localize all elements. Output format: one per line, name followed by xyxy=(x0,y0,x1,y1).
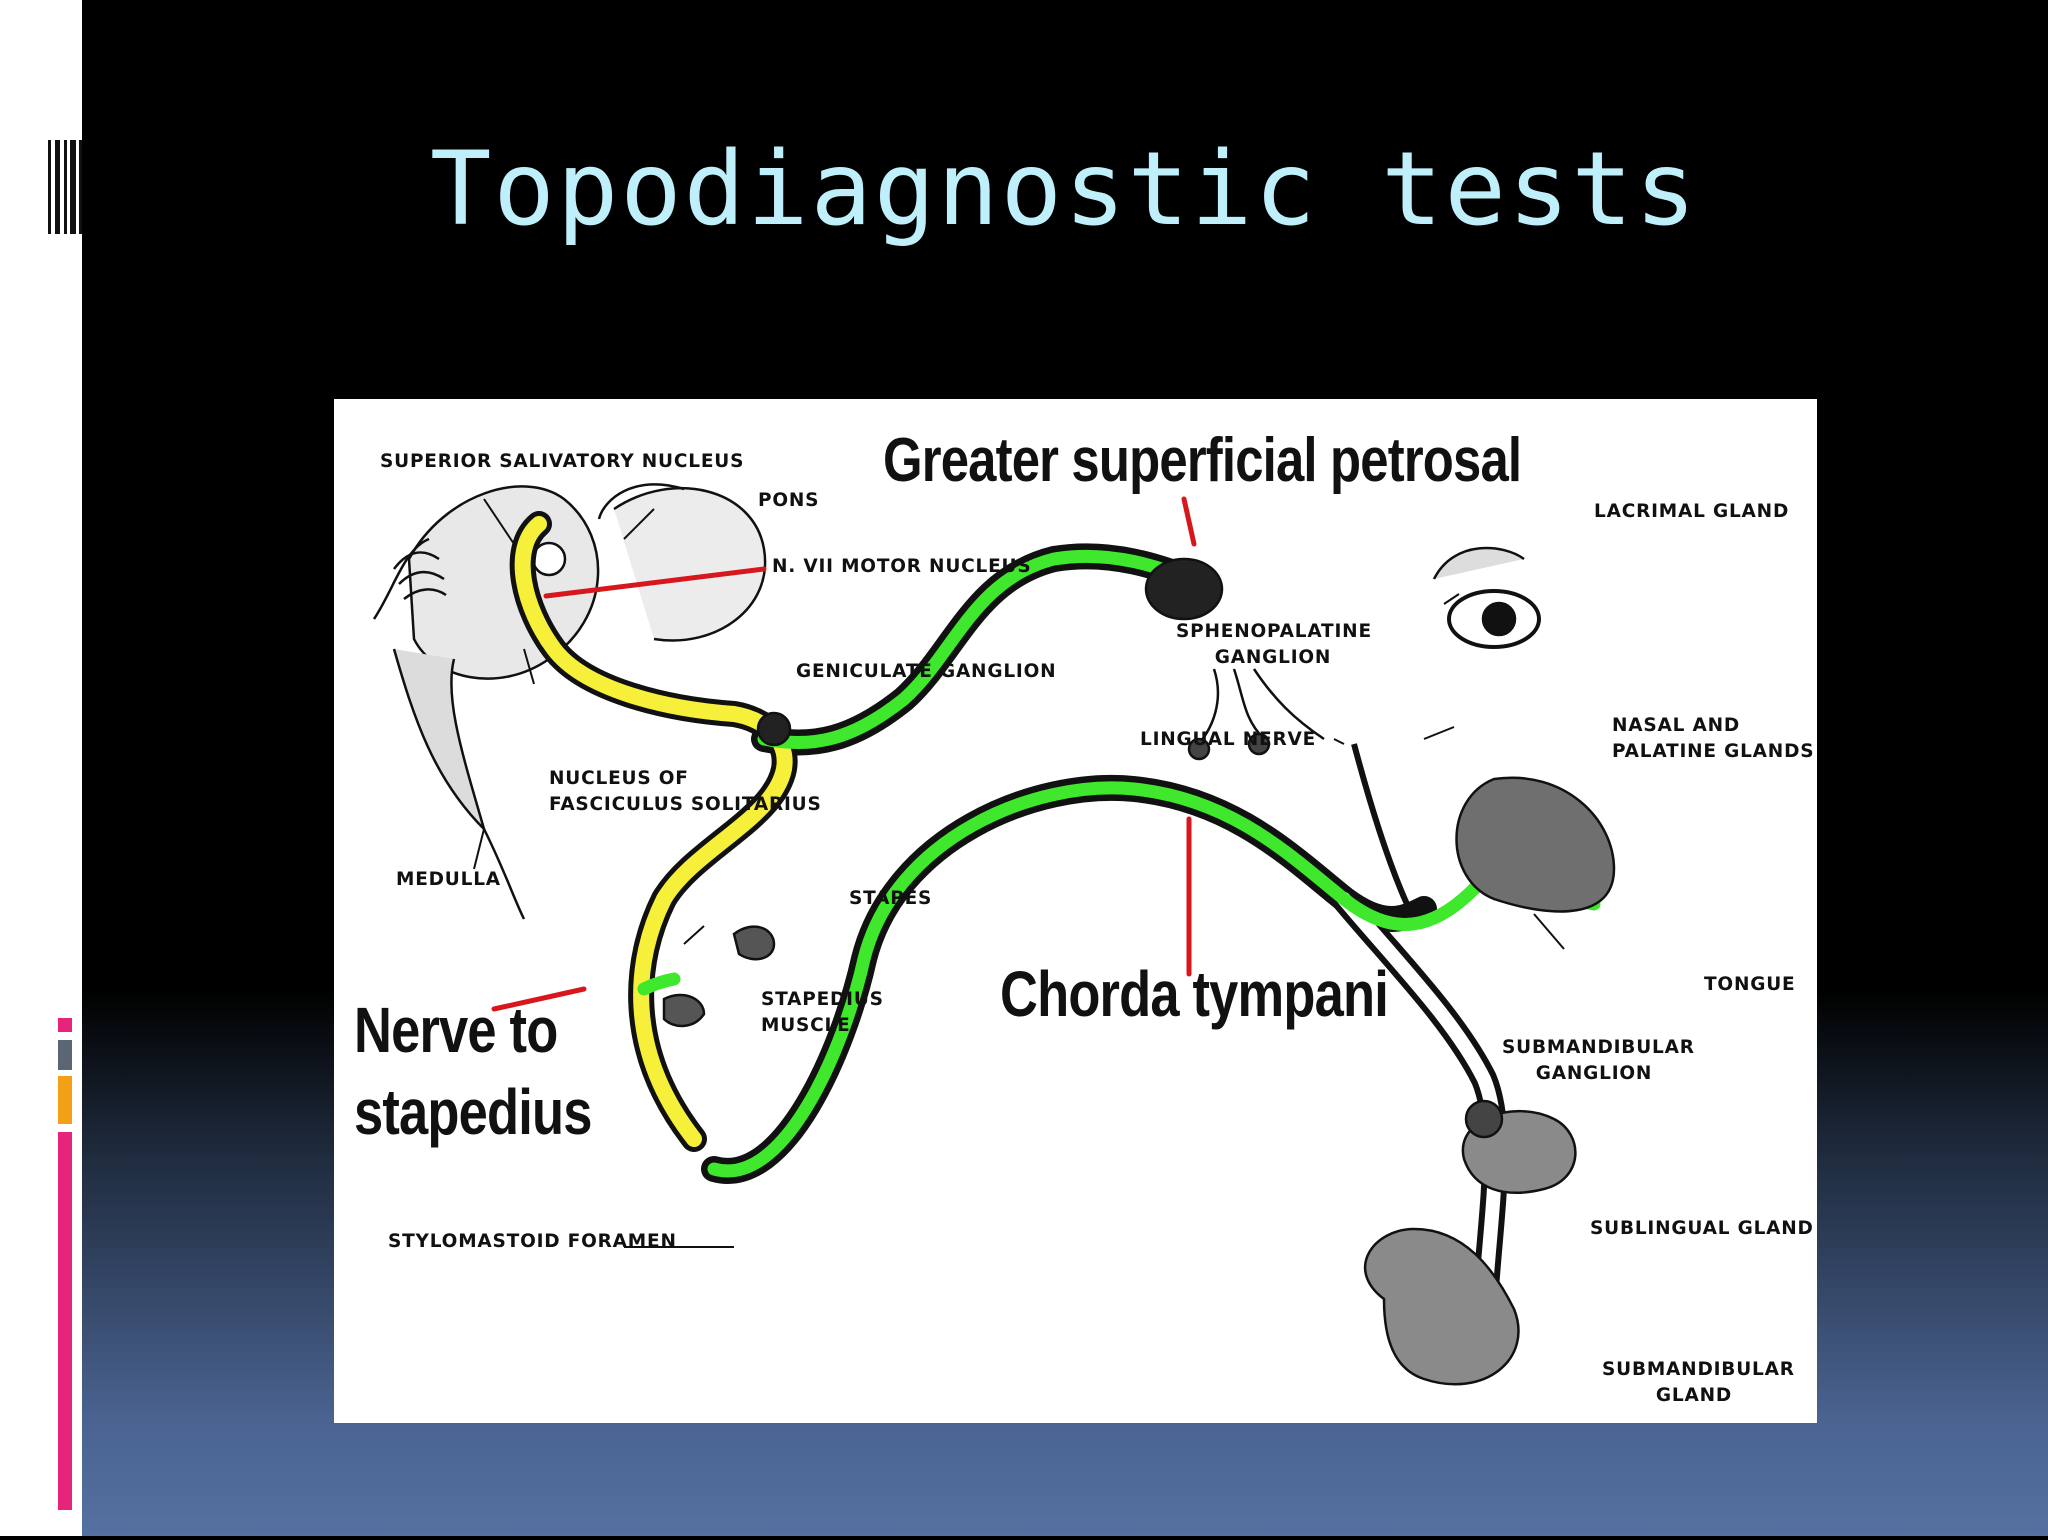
left-sidebar xyxy=(0,0,82,1536)
label-tongue: TONGUE xyxy=(1704,972,1795,998)
diagram-drawing xyxy=(334,399,1817,1423)
label-submandibular-ganglion: SUBMANDIBULAR GANGLION xyxy=(1502,1035,1686,1087)
label-submandibular-gland: SUBMANDIBULAR GLAND xyxy=(1602,1357,1786,1409)
label-submandibular-gland-line2: GLAND xyxy=(1602,1383,1786,1409)
annotation-greater-superficial-petrosal: Greater superficial petrosal xyxy=(883,425,1521,496)
label-stapedius-line1: STAPEDIUS xyxy=(761,987,884,1013)
label-nucleus-line2: FASCICULUS SOLITARIUS xyxy=(549,792,822,818)
label-sphenopalatine-ganglion: SPHENOPALATINE GANGLION xyxy=(1176,619,1370,671)
sidebar-pink-bar xyxy=(58,1018,72,1032)
lingual-nerve-line xyxy=(1354,744,1414,919)
label-stapedius-line2: MUSCLE xyxy=(761,1013,884,1039)
sensory-pathways-green xyxy=(644,556,1594,1171)
label-pons: PONS xyxy=(758,488,819,514)
sidebar-gray-bar xyxy=(58,1040,72,1070)
label-stylomastoid-foramen: STYLOMASTOID FORAMEN xyxy=(388,1229,677,1255)
label-lacrimal-gland: LACRIMAL GLAND xyxy=(1594,499,1789,525)
sidebar-pink-long-bar xyxy=(58,1132,72,1510)
label-stapes: STAPES xyxy=(849,886,932,912)
label-sphenopalatine-line2: GANGLION xyxy=(1176,645,1370,671)
label-medulla: MEDULLA xyxy=(396,867,501,893)
label-lingual-nerve: LINGUAL NERVE xyxy=(1140,727,1316,753)
label-superior-salivatory-nucleus: SUPERIOR SALIVATORY NUCLEUS xyxy=(380,449,744,475)
label-submandibular-gland-line1: SUBMANDIBULAR xyxy=(1602,1357,1786,1383)
annotation-nerve-to-stapedius: Nerve to stapedius xyxy=(354,989,592,1153)
label-nucleus-fasciculus-solitarius: NUCLEUS OF FASCICULUS SOLITARIUS xyxy=(549,766,822,818)
annotation-nerve-to-line2: stapedius xyxy=(354,1071,592,1153)
label-submandibular-ganglion-line2: GANGLION xyxy=(1502,1061,1686,1087)
sidebar-bars-icon xyxy=(48,140,82,234)
label-stapedius-muscle: STAPEDIUS MUSCLE xyxy=(761,987,884,1039)
label-sublingual-gland: SUBLINGUAL GLAND xyxy=(1590,1216,1814,1242)
label-geniculate-ganglion: GENICULATE GANGLION xyxy=(796,659,1056,685)
facial-nerve-diagram: SUPERIOR SALIVATORY NUCLEUS PONS N. VII … xyxy=(334,399,1817,1423)
sidebar-decoration xyxy=(0,0,82,1536)
annotation-chorda-tympani: Chorda tympani xyxy=(1000,957,1388,1031)
sidebar-orange-bar xyxy=(58,1076,72,1124)
label-sphenopalatine-line1: SPHENOPALATINE xyxy=(1176,619,1370,645)
label-motor-nucleus: N. VII MOTOR NUCLEUS xyxy=(772,554,1032,580)
label-nucleus-line1: NUCLEUS OF xyxy=(549,766,822,792)
label-nasal-line1: NASAL AND xyxy=(1612,713,1814,739)
label-leader-lines xyxy=(474,499,1564,1247)
slide-title: Topodiagnostic tests xyxy=(430,130,1730,249)
annotation-nerve-to-line1: Nerve to xyxy=(354,989,592,1071)
label-nasal-palatine-glands: NASAL AND PALATINE GLANDS xyxy=(1612,713,1814,765)
label-submandibular-ganglion-line1: SUBMANDIBULAR xyxy=(1502,1035,1686,1061)
label-nasal-line2: PALATINE GLANDS xyxy=(1612,739,1814,765)
